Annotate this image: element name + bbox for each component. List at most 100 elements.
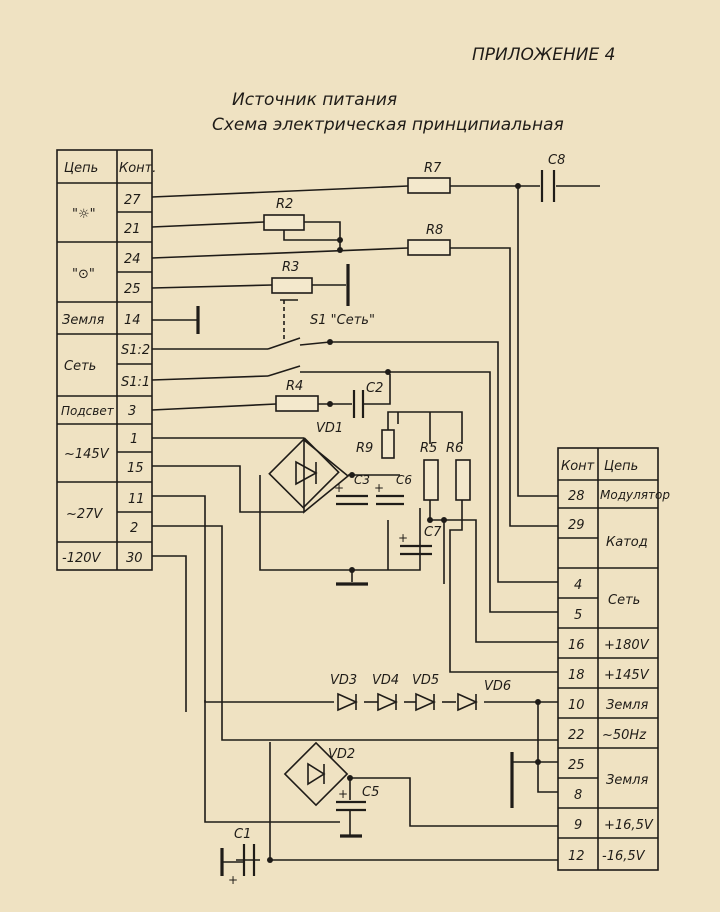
left-circuit-ground: Земля	[62, 313, 104, 328]
right-contact: 8	[574, 788, 582, 803]
left-header-circuit: Цепь	[64, 161, 98, 176]
resistor-r7: R7	[407, 161, 451, 194]
diode-vd5: VD5	[412, 673, 439, 712]
diode-bridge-vd2: VD2	[283, 741, 355, 807]
diagram-title: Источник питания	[232, 90, 397, 110]
right-contact: 4	[574, 578, 582, 593]
label-vd1: VD1	[316, 421, 343, 436]
right-contact: 28	[568, 489, 585, 504]
right-circuit-16v-neg: -16,5V	[602, 849, 646, 864]
resistor-r8: R8	[407, 223, 451, 256]
label-s1: S1 "Сеть"	[310, 313, 375, 328]
diode-vd3: VD3	[330, 673, 358, 712]
right-contact: 18	[568, 668, 585, 683]
plus-sign: +	[228, 873, 238, 887]
resistor-r5: R5	[420, 441, 439, 501]
capacitor-c1: C1 +	[220, 827, 273, 887]
right-circuit-50hz: ~50Hz	[602, 728, 647, 743]
left-contact: S1:1	[121, 375, 150, 390]
capacitor-c2: C2	[352, 381, 383, 418]
wiring	[151, 185, 600, 861]
resistor-r3: R3	[271, 260, 350, 306]
right-circuit-modulator: Модулятор	[600, 488, 670, 502]
diode-vd6: VD6	[457, 679, 541, 765]
capacitor-c6: C6 +	[374, 473, 412, 506]
left-contact: 14	[124, 313, 141, 328]
left-circuit-145v: ~145V	[64, 447, 110, 462]
left-contact: 25	[124, 282, 141, 297]
label-c3: C3	[354, 473, 370, 487]
left-header-contact: Конт.	[119, 161, 156, 176]
right-circuit-180v: +180V	[604, 638, 650, 653]
plus-sign: +	[398, 531, 408, 545]
capacitor-c8: C8	[515, 153, 565, 202]
left-contact: 3	[128, 404, 136, 419]
label-vd6: VD6	[484, 679, 511, 694]
label-vd4: VD4	[372, 673, 399, 688]
right-contact: 29	[568, 518, 585, 533]
label-c8: C8	[548, 153, 565, 168]
capacitor-c5: C5 +	[336, 778, 379, 838]
label-vd3: VD3	[330, 673, 357, 688]
left-contact: 27	[124, 193, 141, 208]
label-c7: C7	[424, 525, 442, 540]
right-contact: 12	[568, 849, 585, 864]
resistor-r6: R6	[446, 441, 471, 501]
ground-symbol	[336, 567, 368, 586]
right-header-contact: Конт	[561, 459, 595, 474]
right-contact: 16	[568, 638, 585, 653]
plus-sign: +	[338, 787, 348, 801]
label-r5: R5	[420, 441, 437, 456]
left-contact: 30	[126, 551, 143, 566]
right-contact: 5	[574, 608, 582, 623]
diode-vd4: VD4	[372, 673, 399, 712]
capacitor-c3: C3 +	[334, 473, 370, 506]
right-circuit-ground: Земля	[606, 773, 648, 788]
label-c1: C1	[234, 827, 251, 842]
plus-sign: +	[334, 481, 344, 495]
right-contact: 9	[574, 818, 582, 833]
label-r3: R3	[282, 260, 299, 275]
right-circuit-16v-pos: +16,5V	[604, 818, 654, 833]
right-circuit-145v: +145V	[604, 668, 650, 683]
right-contact: 10	[568, 698, 585, 713]
left-circuit-backlight: Подсвет	[61, 404, 115, 418]
label-r9: R9	[356, 441, 373, 456]
right-connector-table: Конт Цепь 28 Модулятор 29 Катод 4 5 Сеть…	[557, 447, 670, 871]
left-contact: 21	[124, 222, 141, 237]
right-circuit-mains: Сеть	[608, 593, 640, 608]
left-circuit-mains: Сеть	[64, 359, 96, 374]
left-contact: 15	[127, 461, 144, 476]
label-r8: R8	[426, 223, 443, 238]
diagram-subtitle: Схема электрическая принципиальная	[212, 115, 564, 135]
resistor-r9: R9	[356, 429, 395, 459]
left-connector-table: Цепь Конт. "☼" 27 21 "⊙" 24 25 Земля 14 …	[56, 149, 156, 571]
left-circuit-120v: -120V	[62, 551, 102, 566]
left-contact: 11	[128, 492, 145, 507]
right-contact: 25	[568, 758, 585, 773]
right-circuit-cathode: Катод	[606, 535, 648, 550]
plus-sign: +	[374, 481, 384, 495]
appendix-label: ПРИЛОЖЕНИЕ 4	[472, 45, 615, 65]
capacitor-c7: C7 +	[398, 517, 447, 556]
potentiometer-r2: R2	[263, 197, 343, 253]
label-c2: C2	[366, 381, 383, 396]
left-contact: 1	[130, 432, 138, 447]
label-c5: C5	[362, 785, 379, 800]
right-header-circuit: Цепь	[604, 459, 638, 474]
diode-bridge-vd1: VD1	[268, 421, 355, 514]
left-contact: S1:2	[121, 343, 150, 358]
left-circuit-focus: "⊙"	[72, 267, 95, 282]
resistor-r4: R4	[275, 379, 333, 412]
left-circuit-27v: ~27V	[66, 507, 103, 522]
label-r4: R4	[286, 379, 303, 394]
switch-s1: S1 "Сеть"	[267, 299, 391, 377]
right-contact: 22	[568, 728, 585, 743]
left-circuit-brightness: "☼"	[72, 207, 96, 222]
label-r7: R7	[424, 161, 442, 176]
label-vd2: VD2	[328, 747, 355, 762]
left-contact: 2	[130, 521, 138, 536]
label-vd5: VD5	[412, 673, 439, 688]
label-r6: R6	[446, 441, 463, 456]
